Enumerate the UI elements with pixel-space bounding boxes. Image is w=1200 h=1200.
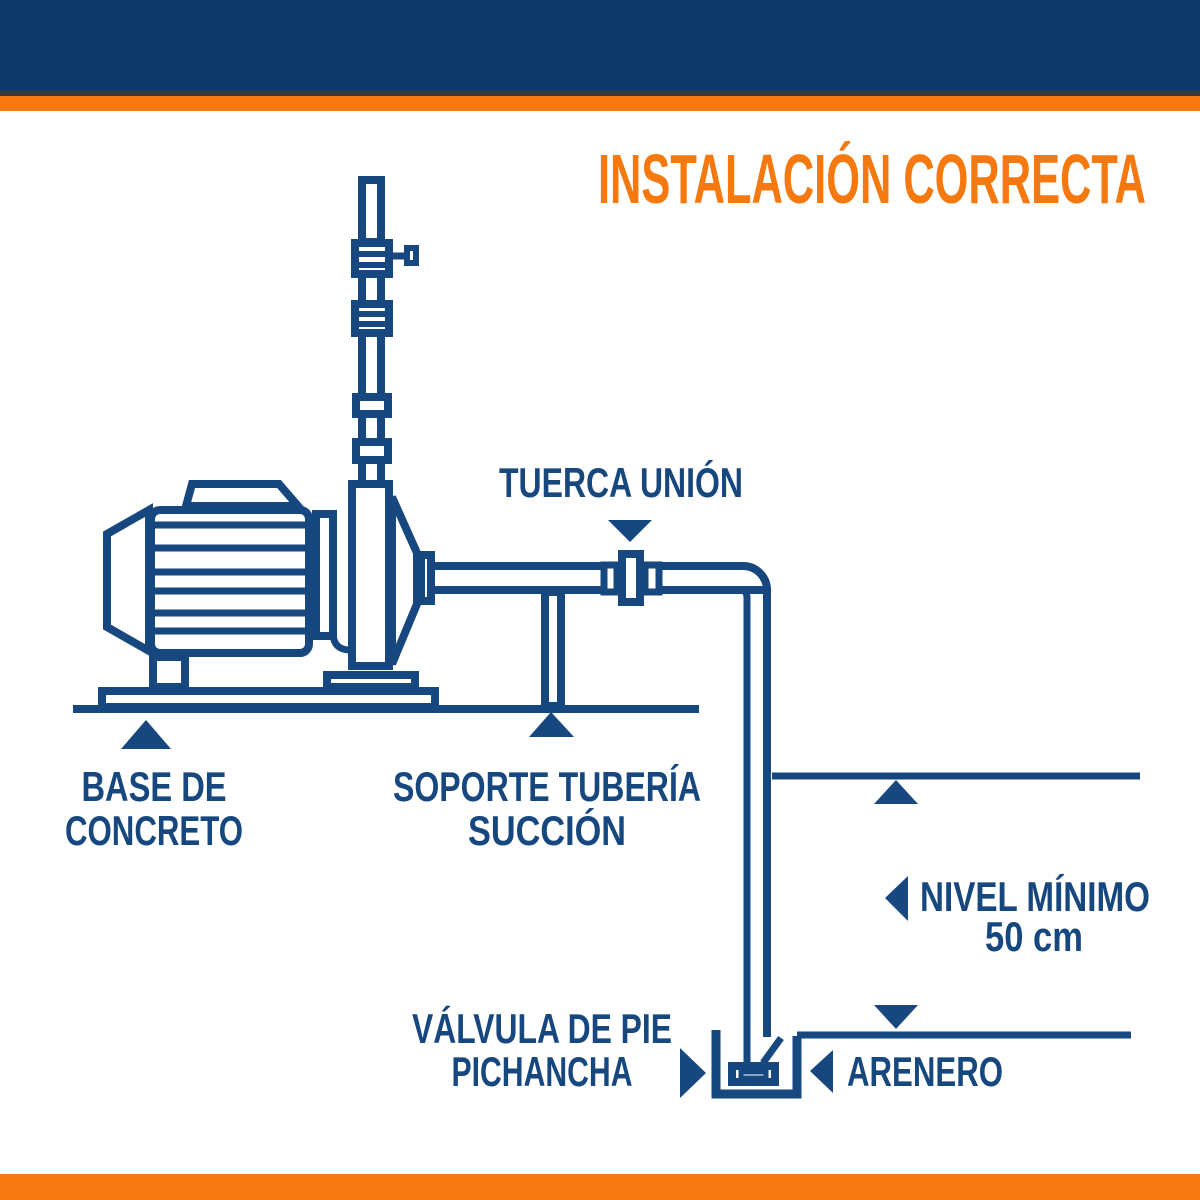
arenero-arrow-icon xyxy=(810,1050,833,1093)
pump-volute xyxy=(388,495,421,666)
tuerca-union-arrow-icon xyxy=(608,520,652,542)
nivel-minimo-label-line1: NIVEL MÍNIMO xyxy=(920,873,1150,920)
sand-pit xyxy=(711,1030,802,1099)
motor-end-cap xyxy=(103,503,153,658)
foot-valve xyxy=(728,1035,784,1086)
base-concreto-label-line2: CONCRETO xyxy=(65,807,243,854)
foot-valve-flap xyxy=(760,1035,784,1066)
nivel-minimo-label-line2: 50 cm xyxy=(985,913,1083,960)
valve-handle xyxy=(404,245,419,266)
sand-bed-arrow-icon xyxy=(874,1005,918,1029)
arenero-label: ARENERO xyxy=(847,1048,1003,1095)
pump-motor xyxy=(98,480,439,711)
pipe-coupling xyxy=(351,300,393,337)
top-orange-stripe xyxy=(0,96,1200,111)
check-valve xyxy=(351,239,419,278)
soporte-label-line2: SUCCIÓN xyxy=(468,806,626,854)
pump-pedestal xyxy=(323,671,419,691)
top-navy-bar xyxy=(0,0,1200,91)
suction-flange xyxy=(417,551,435,605)
pump-casing xyxy=(348,480,393,670)
base-concreto-arrow-icon xyxy=(121,720,171,749)
nivel-minimo-arrow-icon xyxy=(885,876,908,921)
pipe-support-post xyxy=(541,588,565,710)
discharge-top-pipe xyxy=(358,176,385,246)
union-nut xyxy=(600,550,663,606)
pump-bracket xyxy=(312,510,337,640)
soporte-arrow-icon xyxy=(529,712,574,737)
motor-fins xyxy=(151,521,309,635)
tuerca-union-label: TUERCA UNIÓN xyxy=(499,458,743,506)
page-title: INSTALACIÓN CORRECTA xyxy=(598,140,1146,218)
bottom-orange-stripe xyxy=(0,1174,1200,1200)
motor-foot xyxy=(149,653,189,691)
concrete-base-plate xyxy=(98,687,439,711)
soporte-label-line1: SOPORTE TUBERÍA xyxy=(393,763,701,810)
valvula-label-line2: PICHANCHA xyxy=(452,1048,633,1095)
discharge-pipe xyxy=(351,176,419,492)
water-level-arrow-icon xyxy=(874,780,918,804)
pipe-coupling xyxy=(352,438,392,464)
valvula-label-line1: VÁLVULA DE PIE xyxy=(412,1005,672,1052)
motor-terminal-box xyxy=(180,480,307,510)
valvula-arrow-icon xyxy=(680,1048,706,1098)
base-concreto-label-line1: BASE DE xyxy=(82,763,227,810)
top-dark-strip xyxy=(0,91,1200,96)
pipe-coupling xyxy=(352,393,392,418)
